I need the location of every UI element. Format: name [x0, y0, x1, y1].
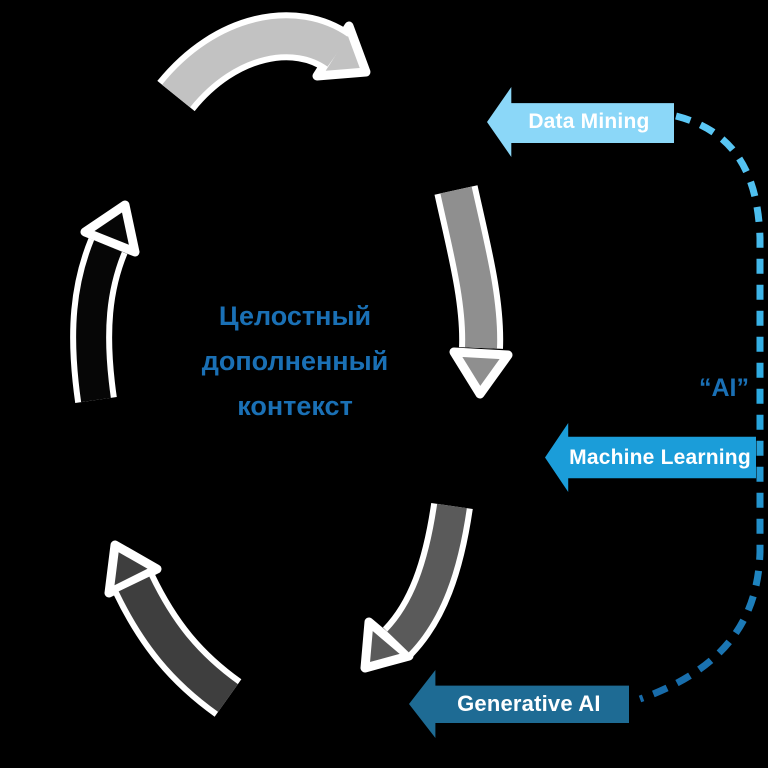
- cycle-arrow-bottom-left: [104, 540, 242, 717]
- cycle-arrow-top: [157, 12, 371, 112]
- cycle-arrow-bottom-right-body: [386, 503, 467, 653]
- cycle-arrow-right-head: [449, 347, 513, 399]
- center-concept-text: Целостный дополненный контекст: [160, 294, 430, 429]
- generative-ai-label: Generative AI: [457, 691, 601, 716]
- center-concept-line-3: контекст: [237, 391, 353, 421]
- cycle-arrow-bottom-right: [360, 502, 473, 673]
- ai-bracket-dashed-line: [638, 112, 764, 703]
- cycle-arrow-bottom-left-body: [118, 576, 238, 712]
- center-concept-line-1: Целостный: [218, 301, 372, 331]
- cycle-arrow-left: [70, 200, 140, 403]
- cycle-arrow-right: [434, 185, 513, 399]
- cycle-arrow-left-head: [80, 200, 140, 257]
- cycle-arrow-right-body: [440, 186, 498, 349]
- cycle-arrow-top-body: [161, 18, 349, 108]
- machine-learning-label: Machine Learning: [569, 445, 751, 469]
- ai-bracket-label: “AI”: [699, 374, 749, 402]
- center-concept-line-2: дополненный: [201, 346, 389, 376]
- data-mining-label: Data Mining: [528, 110, 650, 133]
- cycle-arrow-left-body: [76, 240, 122, 403]
- cycle-arrow-bottom-left-head: [104, 540, 162, 598]
- cycle-arrow-bottom-right-head: [360, 617, 414, 673]
